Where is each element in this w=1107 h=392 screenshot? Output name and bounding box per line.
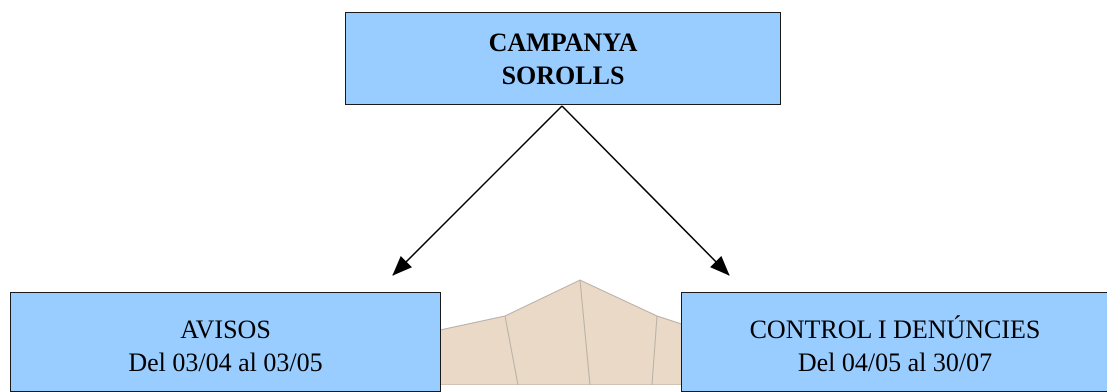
root-node-line-2: SOROLLS (501, 60, 625, 90)
background-shape (439, 279, 701, 385)
control-node-box: CONTROL I DENÚNCIES Del 04/05 al 30/07 (681, 292, 1107, 392)
arrow-to-left-child (392, 105, 563, 276)
control-node-title: CONTROL I DENÚNCIES (749, 315, 1041, 344)
root-node-box: CAMPANYA SOROLLS (345, 12, 781, 105)
control-node-dates: Del 04/05 al 30/07 (797, 348, 993, 377)
root-node-line-1: CAMPANYA (488, 27, 638, 57)
avisos-node-box: AVISOS Del 03/04 al 03/05 (10, 292, 441, 392)
avisos-node-dates: Del 03/04 al 03/05 (128, 348, 323, 377)
arrow-to-right-child (561, 105, 730, 276)
avisos-node-title: AVISOS (180, 315, 271, 344)
